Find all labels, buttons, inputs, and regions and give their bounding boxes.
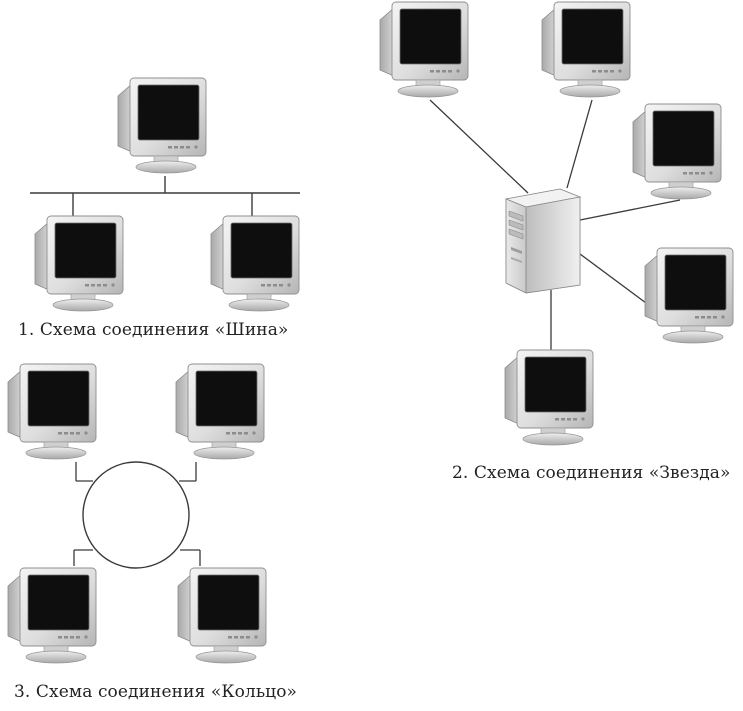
star-monitor-3-icon bbox=[632, 103, 722, 200]
bus-caption: 1. Схема соединения «Шина» bbox=[18, 320, 289, 340]
bus-monitor-top-icon bbox=[117, 77, 207, 174]
star-link-2 bbox=[566, 99, 593, 189]
star-monitor-4-icon bbox=[644, 247, 734, 344]
ring-circle bbox=[82, 461, 190, 569]
star-monitor-2-icon bbox=[541, 1, 631, 98]
ring-topology bbox=[7, 363, 267, 664]
ring-monitor-bottom-left-icon bbox=[7, 567, 97, 664]
ring-caption: 3. Схема соединения «Кольцо» bbox=[14, 682, 298, 702]
ring-monitor-top-right-icon bbox=[175, 363, 265, 460]
star-caption: 2. Схема соединения «Звезда» bbox=[452, 463, 731, 483]
star-monitor-1-icon bbox=[379, 1, 469, 98]
star-monitor-5-icon bbox=[504, 349, 594, 446]
server-tower-icon bbox=[505, 188, 581, 294]
ring-monitor-bottom-right-icon bbox=[177, 567, 267, 664]
star-link-1 bbox=[429, 99, 529, 194]
ring-monitor-top-left-icon bbox=[7, 363, 97, 460]
bus-topology bbox=[30, 77, 300, 312]
bus-monitor-left-icon bbox=[34, 215, 124, 312]
star-link-4 bbox=[579, 253, 651, 307]
star-topology bbox=[379, 1, 734, 446]
bus-monitor-right-icon bbox=[210, 215, 300, 312]
star-link-3 bbox=[579, 199, 681, 221]
